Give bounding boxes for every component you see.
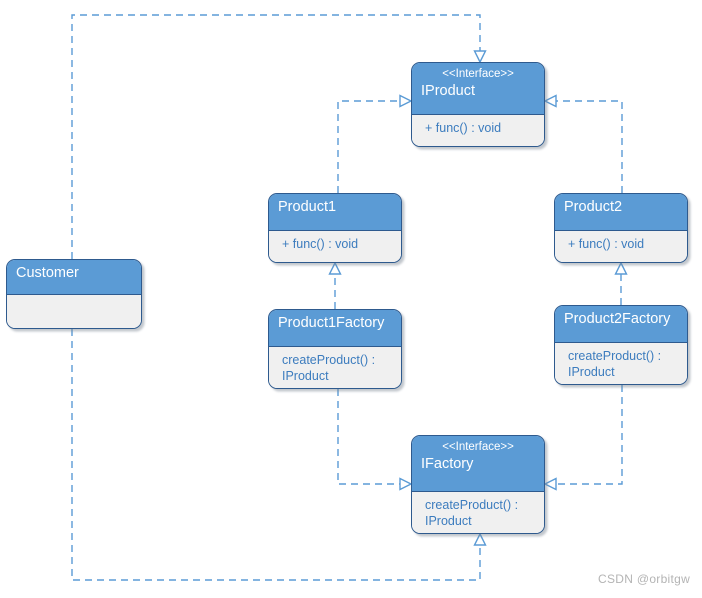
class-stereotype-ifactory: <<Interface>> (442, 441, 514, 453)
edge-arrowhead-product2factory-to-product2 (614, 261, 628, 275)
class-header-product1: Product1 (269, 194, 401, 231)
class-node-ifactory[interactable]: <<Interface>> IFactory createProduct() : I… (411, 435, 545, 534)
class-header-product1factory: Product1Factory (269, 310, 401, 347)
edge-product2factory-to-product2 (614, 261, 628, 305)
watermark: CSDN @orbitgw (598, 572, 691, 586)
edge-arrowhead-customer-to-ifactory (473, 532, 487, 546)
class-node-product2factory[interactable]: Product2Factory createProduct() : IProduc… (554, 305, 688, 385)
class-node-product1factory[interactable]: Product1Factory createProduct() : IProduc… (268, 309, 402, 389)
class-node-product1[interactable]: Product1 + func() : void (268, 193, 402, 263)
class-members-product1factory: createProduct() : IProduct (269, 347, 401, 388)
class-header-product2: Product2 (555, 194, 687, 231)
class-name-product2factory: Product2Factory (564, 311, 671, 327)
class-members-product2: + func() : void (555, 231, 687, 262)
edge-line-product1factory-to-ifactory (337, 389, 400, 485)
edge-line-product1-to-iproduct (337, 100, 400, 193)
class-header-customer: Customer (7, 260, 141, 295)
class-header-product2factory: Product2Factory (555, 306, 687, 343)
edge-line-product2-to-iproduct (556, 100, 623, 193)
edge-arrowhead-customer-to-iproduct (473, 50, 487, 64)
edge-product1-to-iproduct (337, 94, 413, 193)
class-member-text-product2factory: createProduct() : IProduct (568, 349, 662, 379)
class-members-customer (7, 295, 141, 328)
edge-line-product2factory-to-ifactory (556, 385, 623, 485)
class-name-customer: Customer (16, 265, 79, 281)
class-member-text-ifactory: createProduct() : IProduct (425, 498, 519, 528)
class-header-ifactory: <<Interface>> IFactory (412, 436, 544, 492)
edge-product1factory-to-ifactory (337, 389, 413, 491)
edge-arrowhead-product1factory-to-product1 (328, 261, 342, 275)
class-member-text-iproduct: + func() : void (425, 121, 502, 135)
class-members-product1: + func() : void (269, 231, 401, 262)
class-members-iproduct: + func() : void (412, 115, 544, 146)
edge-arrowhead-product1factory-to-ifactory (399, 477, 413, 491)
class-name-product1: Product1 (278, 199, 337, 215)
class-name-product1factory: Product1Factory (278, 315, 385, 331)
class-name-iproduct: IProduct (421, 83, 475, 99)
class-members-product2factory: createProduct() : IProduct (555, 343, 687, 384)
edge-product2-to-iproduct (543, 94, 623, 193)
edge-arrowhead-product1-to-iproduct (399, 94, 413, 108)
class-stereotype-iproduct: <<Interface>> (442, 68, 514, 80)
class-member-text-product2: + func() : void (568, 237, 645, 251)
class-name-ifactory: IFactory (421, 456, 474, 472)
class-member-text-product1factory: createProduct() : IProduct (282, 353, 376, 383)
edge-arrowhead-product2-to-iproduct (543, 94, 557, 108)
class-members-ifactory: createProduct() : IProduct (412, 492, 544, 533)
class-header-iproduct: <<Interface>> IProduct (412, 63, 544, 115)
class-node-product2[interactable]: Product2 + func() : void (554, 193, 688, 263)
edge-product2factory-to-ifactory (543, 385, 623, 491)
edge-product1factory-to-product1 (328, 261, 342, 309)
class-name-product2: Product2 (564, 199, 623, 215)
class-node-customer[interactable]: Customer (6, 259, 142, 329)
edge-arrowhead-product2factory-to-ifactory (543, 477, 557, 491)
class-node-iproduct[interactable]: <<Interface>> IProduct + func() : void (411, 62, 545, 147)
class-member-text-product1: + func() : void (282, 237, 359, 251)
